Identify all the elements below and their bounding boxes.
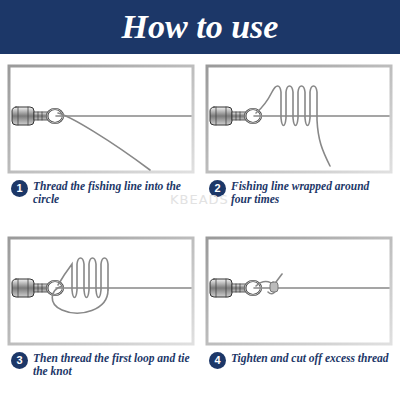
step-caption: Fishing line wrapped around four times [231,180,391,206]
step-caption: Thread the fishing line into the circle [33,180,193,206]
callout-circle: 3 [11,352,28,369]
callout-circle: 1 [11,180,28,197]
title-text: How to use [0,0,400,54]
step-caption: Then thread the first loop and tie the k… [33,352,193,378]
watermark: KBEADS [170,192,250,207]
callout-circle: 4 [209,352,226,369]
callout-number: 3 [11,352,28,369]
callout-number: 4 [209,352,226,369]
step-caption: Tighten and cut off excess thread [231,352,391,365]
callout-number: 1 [11,180,28,197]
